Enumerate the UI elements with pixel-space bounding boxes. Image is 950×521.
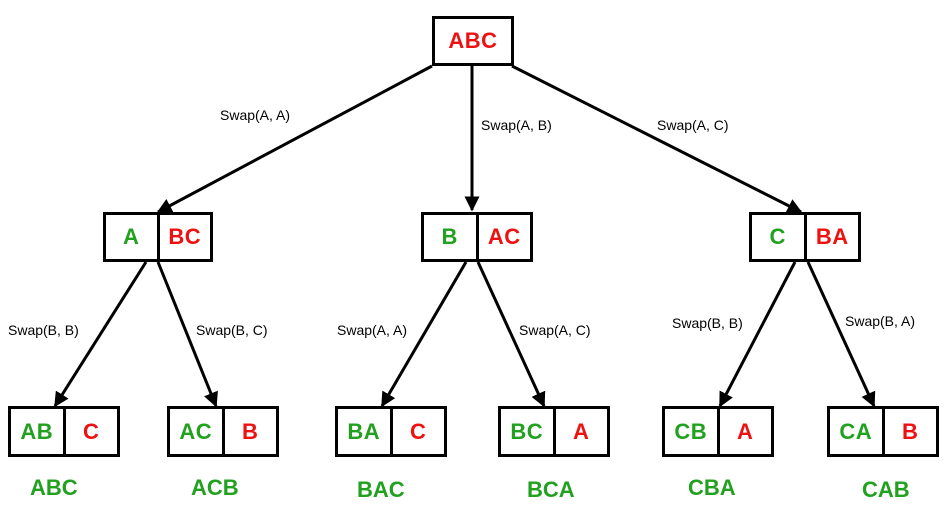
leaf-node-cb-a: CB A xyxy=(662,406,774,457)
node-remaining-part: AC xyxy=(475,215,531,259)
node-fixed-part: AB xyxy=(20,418,54,444)
edge-root-to-a xyxy=(156,64,433,214)
edge-label-a-left: Swap(B, B) xyxy=(8,322,79,338)
edge-label-b-left: Swap(A, A) xyxy=(337,322,408,338)
result-permutation: ACB xyxy=(191,475,239,500)
result-permutation: CAB xyxy=(862,477,910,502)
node-remaining-part: BC xyxy=(156,215,211,259)
node-fixed-part: BA xyxy=(347,418,381,444)
node-fixed-part: CA xyxy=(839,418,873,444)
node-fixed-part: A xyxy=(123,224,140,249)
result-permutation: BAC xyxy=(357,477,405,502)
node-remaining-part: B xyxy=(881,409,937,454)
edge-label-root-left: Swap(A, A) xyxy=(220,107,291,123)
edge-a-to-ab xyxy=(53,261,148,408)
edge-label-root-right: Swap(A, C) xyxy=(657,117,729,133)
root-node-text: ABC xyxy=(448,28,498,53)
node-remaining-part: C xyxy=(62,409,118,454)
edge-a-to-ac xyxy=(156,261,218,408)
node-remaining-part: C xyxy=(389,409,445,454)
node-c-ba: C BA xyxy=(749,212,861,262)
edge-label-b-right: Swap(A, C) xyxy=(519,322,591,338)
edge-c-to-cb xyxy=(718,261,797,408)
leaf-node-ac-b: AC B xyxy=(167,406,279,457)
leaf-node-bc-a: BC A xyxy=(498,406,610,457)
leaf-node-ab-c: AB C xyxy=(8,406,120,457)
edge-b-to-bc xyxy=(476,261,546,408)
node-fixed-part: AC xyxy=(179,418,213,444)
node-b-ac: B AC xyxy=(421,212,533,262)
node-remaining-part: B xyxy=(221,409,277,454)
result-permutation: BCA xyxy=(527,477,575,502)
node-fixed-part: BC xyxy=(510,418,544,444)
leaf-node-ca-b: CA B xyxy=(827,406,939,457)
edge-label-c-left: Swap(B, B) xyxy=(672,315,743,331)
result-permutation: ABC xyxy=(30,475,78,500)
edge-label-root-mid: Swap(A, B) xyxy=(481,117,552,133)
node-remaining-part: BA xyxy=(803,215,859,259)
node-fixed-part: B xyxy=(441,224,458,249)
node-remaining-part: A xyxy=(716,409,772,454)
node-a-bc: A BC xyxy=(103,212,213,262)
root-node: ABC xyxy=(432,16,514,66)
node-remaining-part: A xyxy=(552,409,608,454)
node-fixed-part: CB xyxy=(674,418,708,444)
edge-b-to-ba xyxy=(380,261,468,408)
edge-label-c-right: Swap(B, A) xyxy=(845,313,916,329)
node-fixed-part: C xyxy=(769,224,786,249)
edge-label-a-right: Swap(B, C) xyxy=(196,322,268,338)
edge-c-to-ca xyxy=(806,261,876,408)
result-permutation: CBA xyxy=(688,475,736,500)
edge-root-to-c xyxy=(511,64,803,214)
leaf-node-ba-c: BA C xyxy=(335,406,447,457)
